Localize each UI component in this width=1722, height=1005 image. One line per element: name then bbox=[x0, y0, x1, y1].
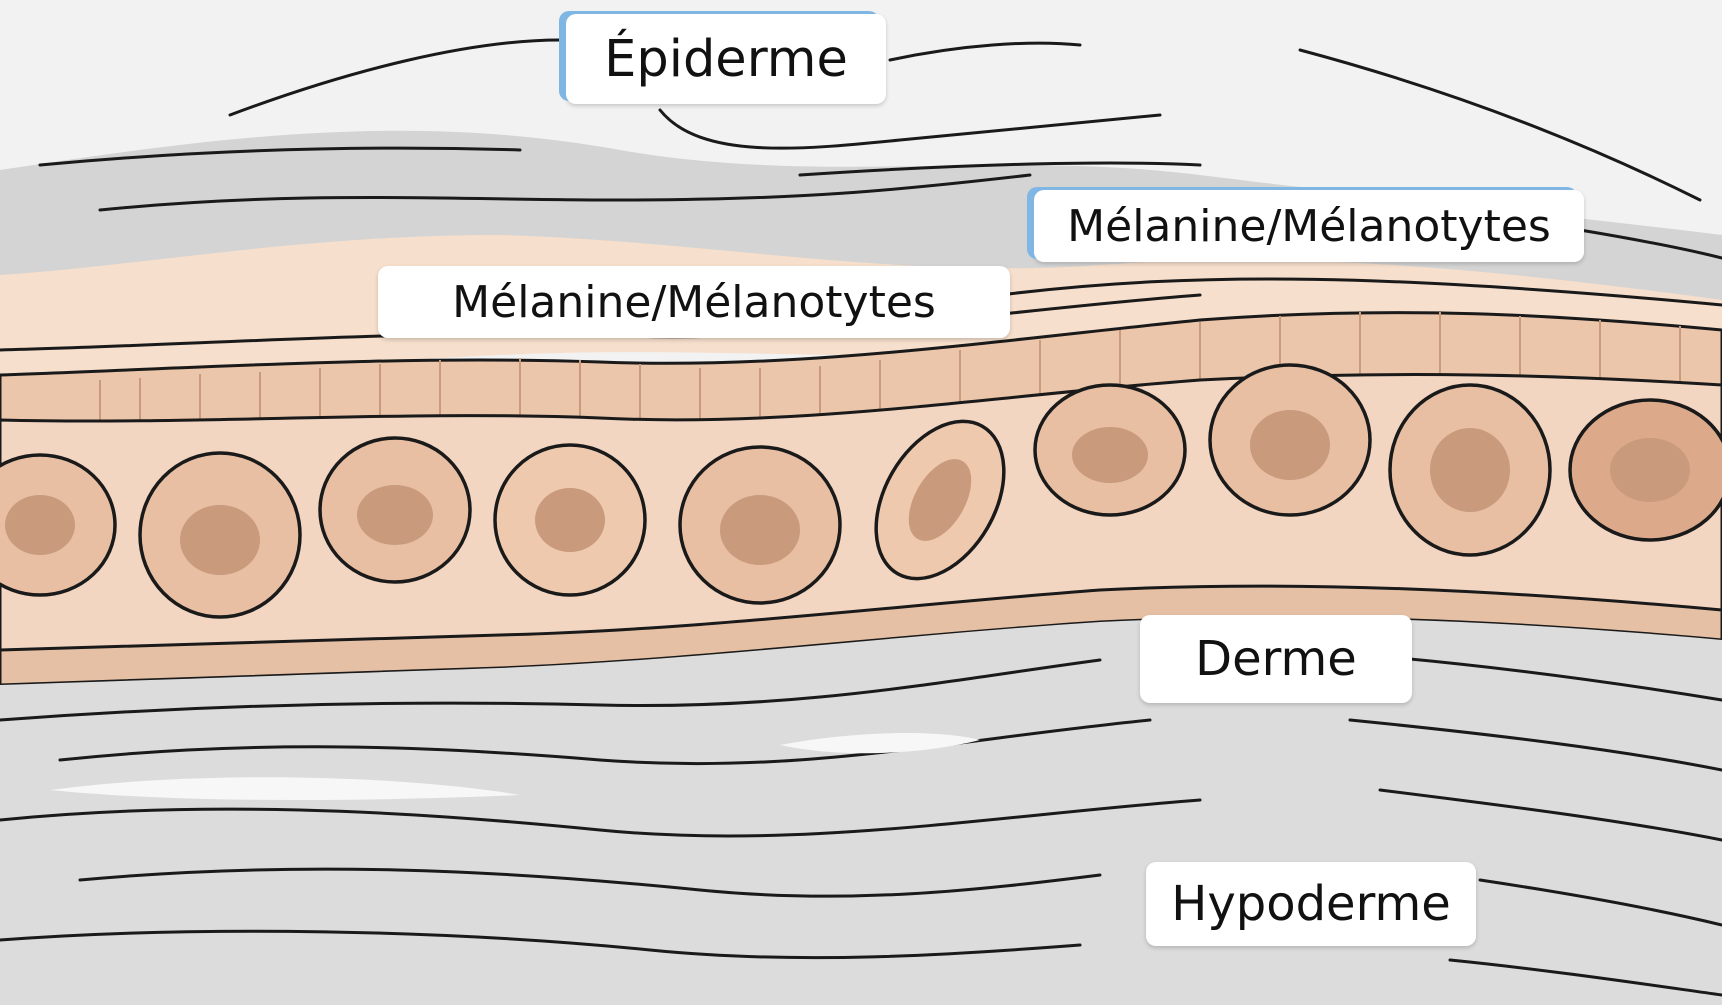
epiderme-label: Épiderme bbox=[566, 14, 886, 104]
melanine-label-left: Mélanine/Mélanotytes bbox=[378, 266, 1010, 338]
melanine-label-right: Mélanine/Mélanotytes bbox=[1034, 190, 1584, 262]
derme-label: Derme bbox=[1140, 615, 1412, 703]
hypoderme-label: Hypoderme bbox=[1146, 862, 1476, 946]
